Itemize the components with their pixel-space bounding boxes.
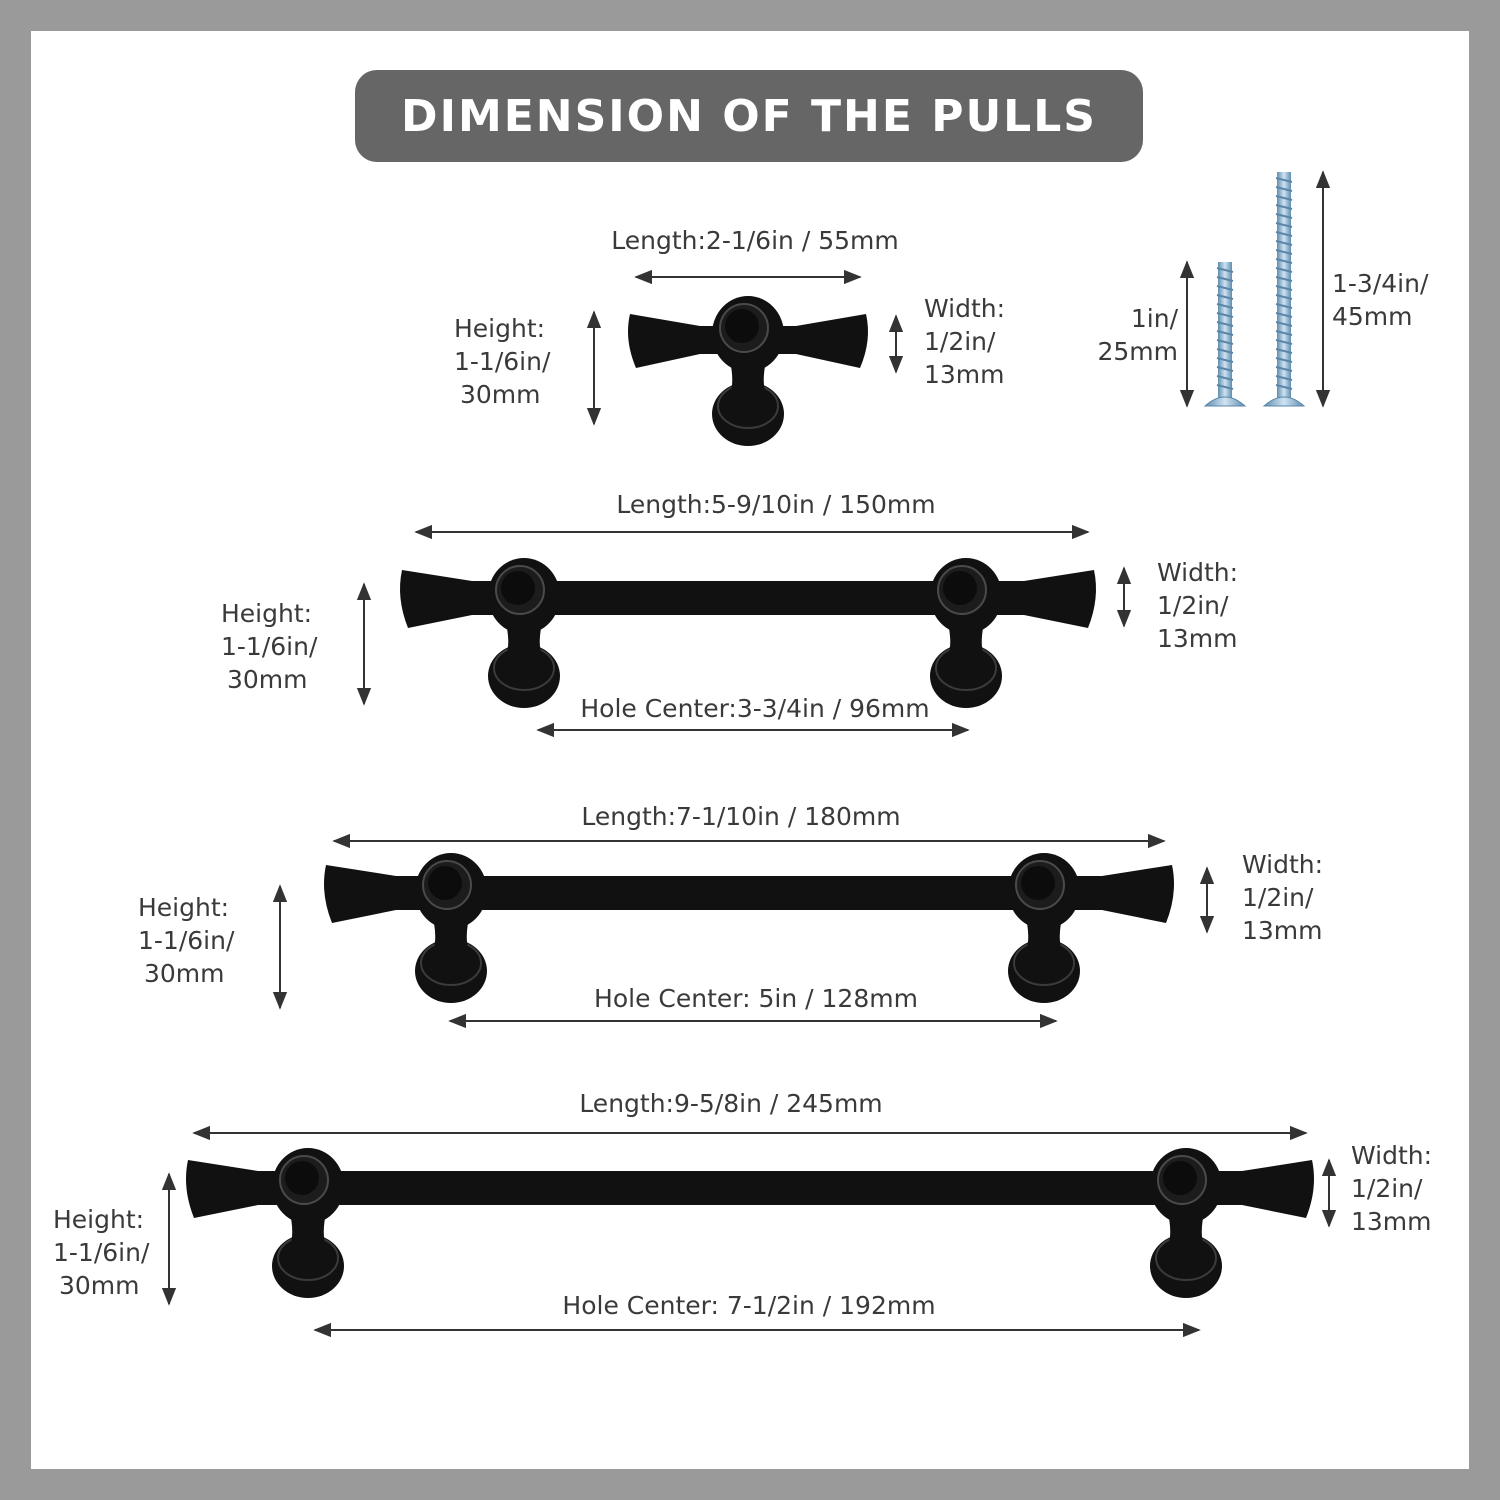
screw-thread [1275,231,1293,237]
post-base [930,644,1002,708]
screw-thread [1216,357,1234,363]
screw-thread [1275,366,1293,372]
pull-128 [324,853,1174,1003]
screw-thread [1216,366,1234,372]
screw-thread [1275,312,1293,318]
long-screw-label: 1-3/4in/45mm [1332,269,1429,331]
pull-128-width-label: Width:1/2in/13mm [1242,850,1324,945]
screw-thread [1275,303,1293,309]
screw-thread [1275,213,1293,219]
screw-thread [1275,330,1293,336]
post-head-center [501,571,535,605]
screw-thread [1275,357,1293,363]
pull-192 [186,1148,1314,1298]
pull-post-left [272,1148,344,1298]
knob-post [712,296,784,446]
post-head-center [1163,1161,1197,1195]
knob-length-label: Length:2-1/6in / 55mm [611,226,899,255]
pull-128-height-label: Height:1-1/6in/30mm [138,893,235,988]
post-base [488,644,560,708]
pull-128-hole-center-label: Hole Center: 5in / 128mm [594,984,918,1013]
page-title: DIMENSION OF THE PULLS [401,90,1097,142]
post-base [272,1234,344,1298]
screw-thread [1216,348,1234,354]
post-base [1008,939,1080,1003]
pull-96-hole-center-label: Hole Center:3-3/4in / 96mm [580,694,930,723]
short-screw-label: 1in/25mm [1097,304,1178,366]
screw-thread [1275,348,1293,354]
screw-thread [1216,339,1234,345]
screw-thread [1216,294,1234,300]
pull-128-length-label: Length:7-1/10in / 180mm [581,802,901,831]
screw-thread [1275,339,1293,345]
pull-post-left [488,558,560,708]
title-banner: DIMENSION OF THE PULLS [355,70,1143,162]
pull-96-height-label: Height:1-1/6in/30mm [221,599,318,694]
screw-thread [1275,240,1293,246]
screw-thread [1275,222,1293,228]
pull-end-left [324,865,396,923]
pull-96 [400,558,1096,708]
screw-thread [1216,303,1234,309]
knob-end-right [796,314,868,368]
screw-thread [1216,276,1234,282]
screw-head [1203,396,1247,407]
pull-end-right [1242,1160,1314,1218]
knob [628,296,868,446]
post-head-center [725,309,759,343]
screw-thread [1275,249,1293,255]
pull-192-hole-center-label: Hole Center: 7-1/2in / 192mm [562,1291,936,1320]
screw-thread [1275,186,1293,192]
pull-post-left [415,853,487,1003]
screw-thread [1275,321,1293,327]
screw-thread [1275,204,1293,210]
post-head-center [1021,866,1055,900]
pull-end-left [186,1160,258,1218]
pull-post-right [1008,853,1080,1003]
dimension-arrows [161,170,1337,1338]
screw-thread [1216,330,1234,336]
knob-height-label: Height:1-1/6in/30mm [454,314,551,409]
screw-thread [1275,285,1293,291]
long-screw [1262,172,1306,407]
post-head-center [428,866,462,900]
short-screw [1203,262,1247,407]
pull-post-right [1150,1148,1222,1298]
post-head-center [943,571,977,605]
pull-bar [248,1171,1252,1205]
post-base [1150,1234,1222,1298]
pull-192-length-label: Length:9-5/8in / 245mm [579,1089,883,1118]
screw-thread [1275,177,1293,183]
screw-thread [1216,312,1234,318]
screw-thread [1275,294,1293,300]
screw-thread [1216,321,1234,327]
screw-head [1262,396,1306,407]
screw-thread [1275,384,1293,390]
pull-96-width-label: Width:1/2in/13mm [1157,558,1239,653]
screw-thread [1275,267,1293,273]
pull-192-width-label: Width:1/2in/13mm [1351,1141,1433,1236]
screw-thread [1275,195,1293,201]
knob-end-left [628,314,700,368]
screw-thread [1275,276,1293,282]
post-head-center [285,1161,319,1195]
screw-thread [1216,267,1234,273]
hardware-group [186,172,1314,1298]
knob-width-label: Width:1/2in/13mm [924,294,1006,389]
screw-thread [1216,384,1234,390]
screw-thread [1216,285,1234,291]
pull-post-right [930,558,1002,708]
post-base [415,939,487,1003]
pull-192-height-label: Height:1-1/6in/30mm [53,1205,150,1300]
pull-end-right [1102,865,1174,923]
pull-end-right [1024,570,1096,628]
pull-end-left [400,570,472,628]
screw-thread [1275,258,1293,264]
pull-96-length-label: Length:5-9/10in / 150mm [616,490,936,519]
pull-bar [386,876,1112,910]
screw-thread [1216,375,1234,381]
post-base [712,382,784,446]
screw-thread [1275,375,1293,381]
